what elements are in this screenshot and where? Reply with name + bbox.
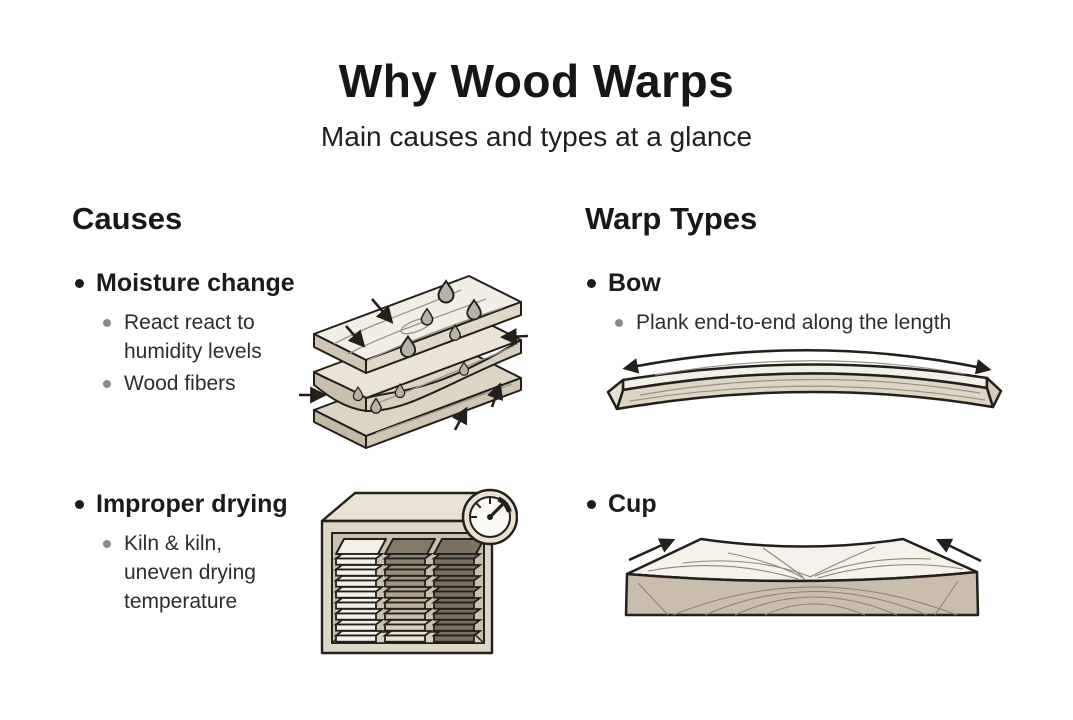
sub-item: React react to humidity levels bbox=[98, 308, 280, 366]
kiln-drying-illustration bbox=[320, 488, 518, 655]
edge-lift-arrows bbox=[628, 538, 982, 563]
plank-stack bbox=[313, 275, 522, 449]
cup-plank-illustration bbox=[624, 537, 982, 617]
light-lumber-stack bbox=[335, 553, 383, 643]
dark-lumber-stack bbox=[433, 553, 481, 643]
page-title: Why Wood Warps bbox=[338, 55, 735, 107]
bow-plank-illustration bbox=[606, 348, 1003, 411]
warp-item-label: Bow bbox=[608, 269, 661, 297]
sub-item: Kiln & kiln, uneven drying temperature bbox=[98, 529, 274, 616]
sub-item: Wood fibers bbox=[98, 369, 280, 398]
bow-sub-list: Plank end-to-end along the length bbox=[610, 308, 1020, 340]
cause-item-improper-drying: Improper drying bbox=[75, 490, 288, 519]
moisture-sub-list: React react to humidity levels Wood fibe… bbox=[98, 308, 280, 401]
stack-top-planks bbox=[335, 538, 485, 555]
warp-types-heading: Warp Types bbox=[585, 201, 758, 236]
moisture-planks-illustration bbox=[299, 275, 529, 449]
cause-item-label: Moisture change bbox=[96, 269, 295, 297]
cause-item-label: Improper drying bbox=[96, 490, 288, 518]
page-subtitle: Main causes and types at a glance bbox=[320, 121, 753, 152]
end-grain-rings bbox=[637, 580, 959, 616]
pressure-arrows bbox=[299, 298, 529, 431]
warp-item-label: Cup bbox=[608, 490, 657, 518]
warp-item-bow: Bow bbox=[587, 269, 661, 298]
cause-item-moisture-change: Moisture change bbox=[75, 269, 295, 298]
top-grain-lines bbox=[647, 546, 964, 580]
improper-drying-sub-list: Kiln & kiln, uneven drying temperature bbox=[98, 529, 274, 619]
causes-heading: Causes bbox=[72, 201, 183, 236]
warp-item-cup: Cup bbox=[587, 490, 657, 519]
gradient-lumber-stack bbox=[384, 553, 432, 643]
header: Why Wood Warps Main causes and types at … bbox=[0, 54, 1073, 153]
sub-item: Plank end-to-end along the length bbox=[610, 308, 1020, 337]
cupped-board bbox=[624, 537, 980, 617]
temperature-gauge-icon bbox=[461, 488, 518, 546]
length-double-arrow bbox=[622, 348, 992, 375]
